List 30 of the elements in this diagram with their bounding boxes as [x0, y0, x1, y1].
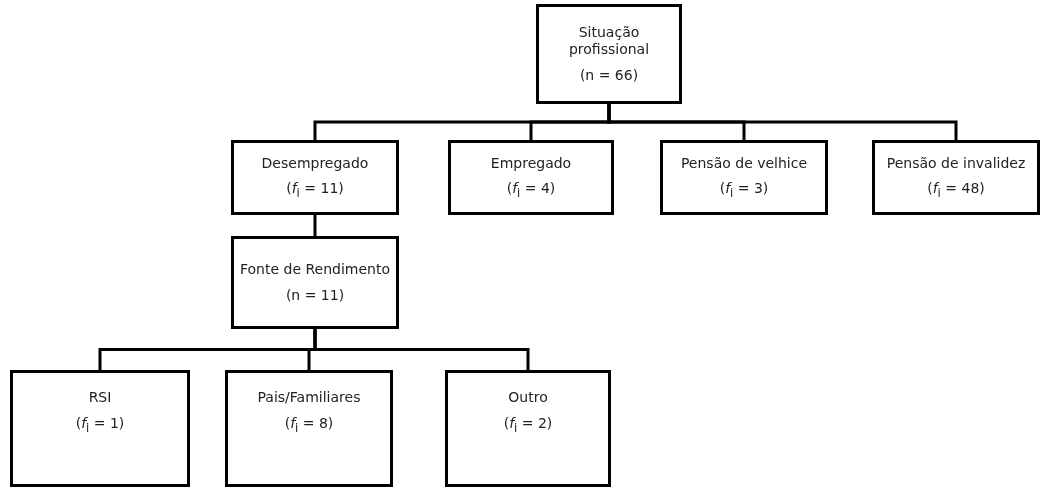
category-label: Outro [508, 389, 548, 407]
category-box [448, 140, 614, 215]
category-box [231, 236, 399, 329]
category-box [10, 370, 190, 487]
count-label: (f$_{i}$ = 3) [719, 180, 769, 201]
category-label: Situação profissional [567, 23, 651, 59]
count-label: (n = 66) [579, 66, 639, 85]
connector-line [313, 215, 317, 236]
category-label: Pais/Familiares [257, 389, 361, 407]
category-box [231, 140, 399, 215]
category-label: Fonte de Rendimento [239, 261, 390, 279]
category-box [660, 140, 828, 215]
count-label: (f$_{i}$ = 2) [503, 414, 553, 435]
count-label: (f$_{i}$ = 1) [75, 414, 125, 435]
connector-line [313, 329, 530, 370]
category-label: RSI [88, 389, 112, 407]
category-box [225, 370, 393, 487]
category-box [445, 370, 611, 487]
category-label: Desempregado [261, 154, 369, 173]
category-label: Pensão de invalidez [886, 154, 1026, 173]
count-label: (f$_{i}$ = 8) [284, 414, 334, 435]
count-label: (f$_{i}$ = 48) [927, 180, 985, 201]
category-box [872, 140, 1040, 215]
category-label: Pensão de velhice [680, 154, 808, 173]
count-label: (n = 11) [285, 286, 345, 304]
category-label: Empregado [490, 154, 572, 173]
count-label: (f$_{i}$ = 11) [286, 180, 344, 201]
connector-line [607, 104, 958, 140]
category-box [536, 4, 682, 104]
count-label: (f$_{i}$ = 4) [506, 180, 556, 201]
